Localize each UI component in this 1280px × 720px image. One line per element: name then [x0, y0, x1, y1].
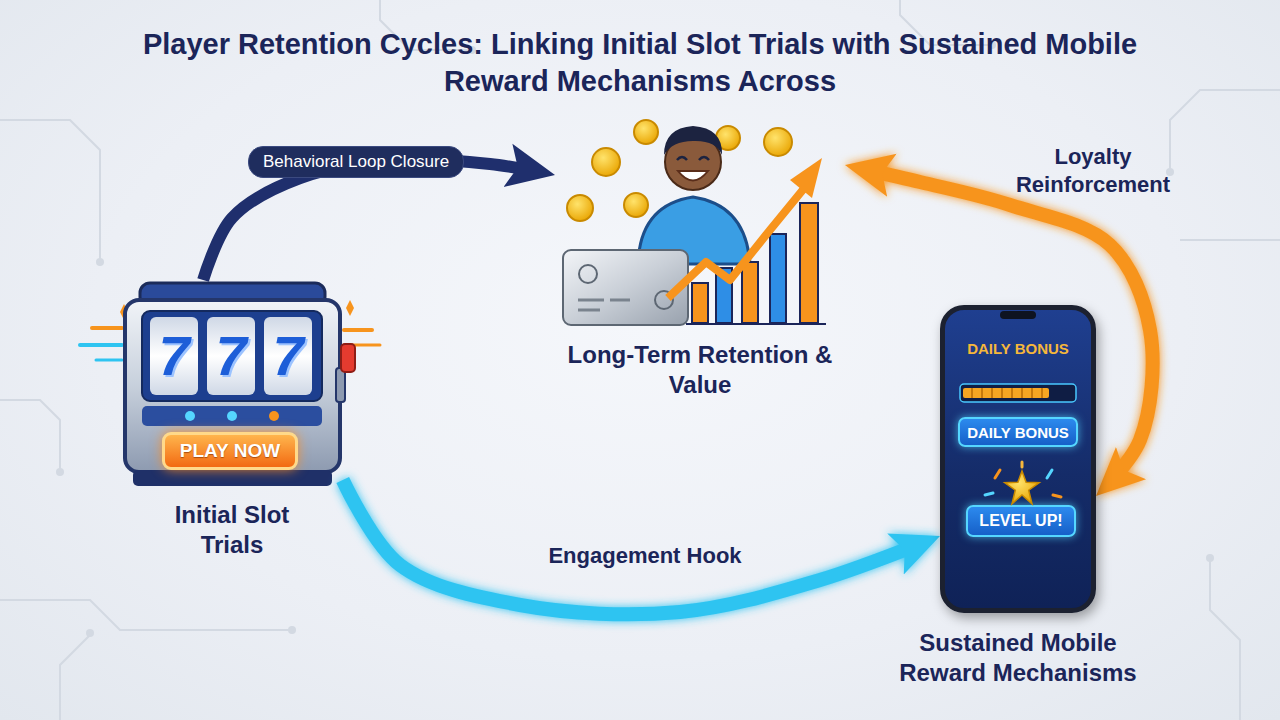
- reel: [264, 317, 312, 395]
- circuit-line: [0, 600, 290, 630]
- circuit-line: [60, 635, 90, 720]
- circuit-dot: [1166, 168, 1174, 176]
- reel-symbol: 7: [158, 326, 189, 386]
- lever-arm: [336, 368, 345, 402]
- circuit-line: [1180, 239, 1280, 241]
- bar: [800, 203, 818, 323]
- coin: [624, 193, 648, 217]
- diagram-title: Player Retention Cycles: Linking Initial…: [140, 26, 1140, 100]
- person-hair: [664, 126, 722, 155]
- edge-label: Engagement Hook: [520, 542, 770, 570]
- sparkle: [995, 470, 1000, 478]
- node-heading: Initial Slot Trials: [157, 500, 307, 560]
- panel-light: [185, 411, 195, 421]
- button-text: PLAY NOW: [180, 440, 280, 462]
- button-text: LEVEL UP!: [979, 512, 1062, 530]
- play-button: PLAY NOW: [162, 432, 298, 470]
- retention-illustration: [563, 120, 826, 325]
- circuit-dots: [56, 41, 1214, 637]
- circuit-line: [0, 120, 100, 260]
- reel: [207, 317, 255, 395]
- card-chip: [579, 265, 597, 283]
- reel-symbol: 7: [272, 326, 303, 386]
- person-smile: [678, 171, 708, 181]
- circuit-line: [1170, 90, 1280, 170]
- circuit-dot: [468, 46, 476, 54]
- bar: [742, 262, 758, 323]
- node-heading: Sustained Mobile Reward Mechanisms: [888, 628, 1148, 688]
- coin: [592, 148, 620, 176]
- engagement-arrow: [343, 480, 940, 614]
- panel-light: [269, 411, 279, 421]
- trend-arrowhead: [790, 158, 822, 198]
- edge-label: Loyalty Reinforcement: [993, 143, 1193, 199]
- phone-node: DAILY BONUSSustained Mobile Reward Mecha…: [940, 305, 1096, 613]
- circuit-dot: [1206, 554, 1214, 562]
- retention-node: Long-Term Retention & Value: [555, 125, 845, 325]
- machine-base: [133, 470, 332, 486]
- circuit-line: [900, 0, 990, 45]
- circuit-dot: [288, 626, 296, 634]
- sparkle: [346, 300, 354, 316]
- speed-line: [92, 326, 122, 330]
- level-star: [1005, 471, 1039, 504]
- button-text: DAILY BONUS: [967, 424, 1069, 441]
- card-lines: [578, 300, 630, 310]
- screen-heading: DAILY BONUS: [945, 340, 1091, 357]
- control-panel: [142, 406, 322, 426]
- progress-fill: [963, 388, 1049, 398]
- circuit-line: [1210, 560, 1240, 720]
- person-eyes: [677, 157, 709, 160]
- speed-line: [344, 328, 372, 332]
- circuit-dot: [86, 629, 94, 637]
- trend-line: [668, 186, 806, 298]
- slot-machine-node: Initial Slot TrialsPLAY NOW: [110, 280, 355, 480]
- panel-light: [227, 411, 237, 421]
- sparkle: [985, 493, 993, 495]
- progress-stripes: [972, 388, 1042, 398]
- circuit-line: [380, 0, 470, 50]
- reel-frame: [142, 311, 322, 401]
- card: [563, 250, 688, 325]
- sparkle: [1053, 495, 1061, 497]
- sparkle: [1021, 462, 1024, 467]
- progress-bar: [960, 384, 1076, 402]
- circuit-line: [0, 400, 60, 470]
- speed-line: [96, 359, 122, 362]
- lever-knob: [341, 344, 355, 372]
- circuit-dot: [96, 258, 104, 266]
- circuit-dot: [988, 41, 996, 49]
- loop-closure-arrow: [203, 159, 555, 280]
- machine-body: [125, 300, 340, 472]
- reel-symbol: 7: [215, 326, 246, 386]
- coin: [567, 195, 593, 221]
- circuit-dot: [56, 468, 64, 476]
- speed-line: [80, 343, 122, 347]
- bar: [770, 234, 786, 323]
- coin: [634, 120, 658, 144]
- slot-machine-illustration: [80, 283, 380, 486]
- level-button: LEVEL UP!: [966, 505, 1076, 537]
- sparkle: [1047, 470, 1052, 478]
- reel: [150, 317, 198, 395]
- coin: [764, 128, 792, 156]
- phone-notch: [1000, 311, 1036, 319]
- chart-baseline: [686, 323, 826, 325]
- node-heading: Long-Term Retention & Value: [555, 340, 845, 400]
- bar: [692, 283, 708, 323]
- bonus-button: DAILY BONUS: [958, 417, 1078, 447]
- sparkles: [985, 462, 1061, 497]
